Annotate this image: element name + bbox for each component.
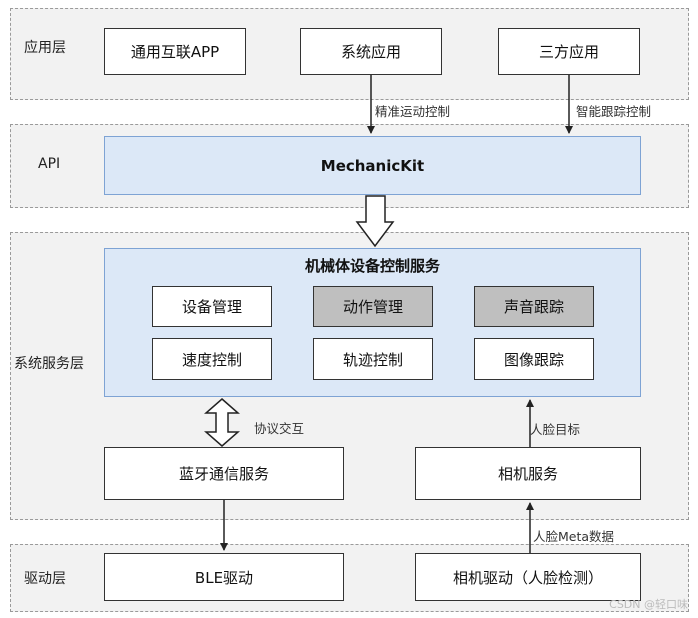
third-party-app-box: 三方应用 (498, 28, 640, 75)
speed-control-module: 速度控制 (152, 338, 272, 380)
bluetooth-service-box: 蓝牙通信服务 (104, 447, 344, 500)
device-management-module: 设备管理 (152, 286, 272, 327)
sound-tracking-module: 声音跟踪 (474, 286, 594, 327)
system-app-box: 系统应用 (300, 28, 442, 75)
protocol-label: 协议交互 (254, 421, 305, 436)
driver-layer-label: 驱动层 (24, 571, 66, 587)
smart-tracking-label: 智能跟踪控制 (576, 104, 652, 119)
watermark: CSDN @轻口味 (609, 598, 688, 611)
image-tracking-module: 图像跟踪 (474, 338, 594, 380)
device-control-service-title: 机械体设备控制服务 (304, 257, 440, 275)
api-layer-label: API (38, 156, 61, 172)
ble-driver-box: BLE驱动 (104, 553, 344, 601)
precise-motion-label: 精准运动控制 (375, 104, 451, 119)
camera-service-box: 相机服务 (415, 447, 641, 500)
app-layer-label: 应用层 (24, 40, 66, 56)
motion-management-module: 动作管理 (313, 286, 433, 327)
trajectory-control-module: 轨迹控制 (313, 338, 433, 380)
system-service-layer-label: 系统服务层 (14, 356, 84, 372)
mechanickit-box: MechanicKit (104, 136, 641, 195)
face-meta-label: 人脸Meta数据 (533, 529, 615, 544)
protocol-double-arrow (204, 398, 240, 447)
api-to-service-arrow (355, 195, 395, 248)
camera-driver-box: 相机驱动（人脸检测） (415, 553, 641, 601)
face-target-label: 人脸目标 (530, 422, 581, 437)
general-app-box: 通用互联APP (104, 28, 246, 75)
